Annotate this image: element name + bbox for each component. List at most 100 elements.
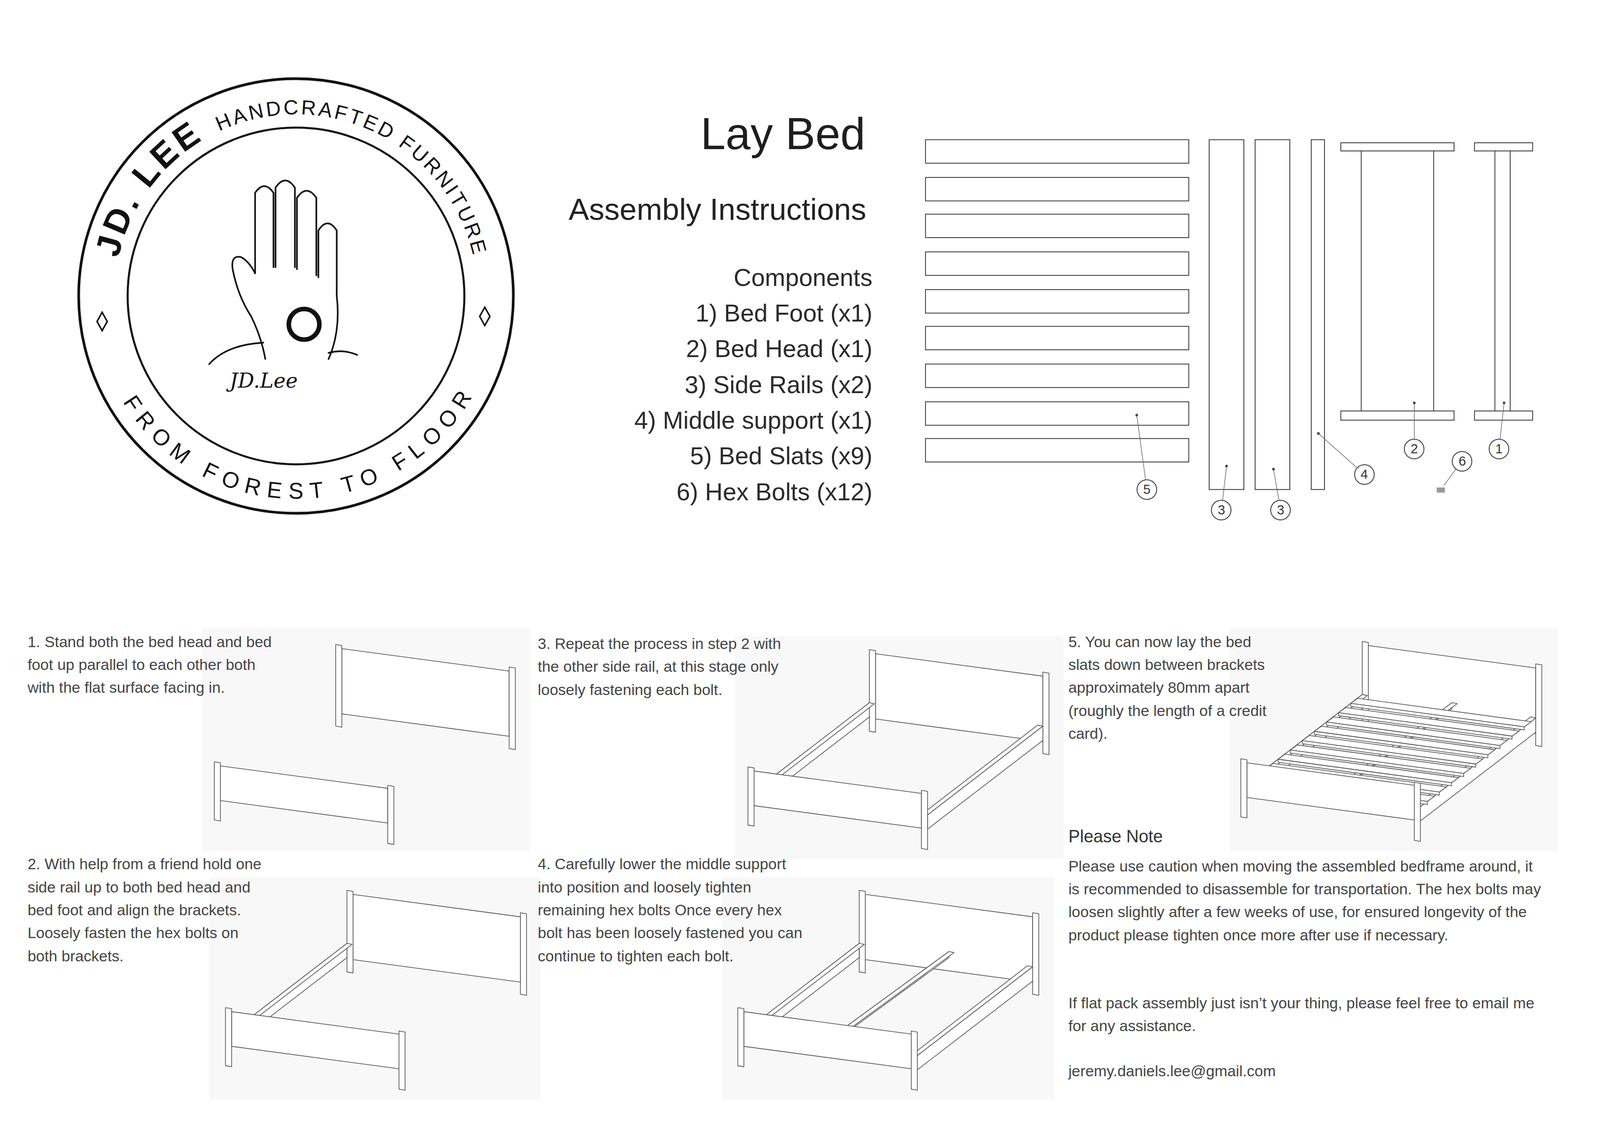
side-rail-parts — [1209, 139, 1290, 490]
bed-foot-part — [1509, 150, 1511, 411]
callout-number: 3 — [1277, 503, 1285, 517]
callout-circle: 3 — [1210, 499, 1232, 521]
step-3-illustration — [922, 725, 1043, 830]
list-heading: Components — [733, 261, 873, 295]
callout-circle: 3 — [1270, 499, 1291, 521]
logo-hand — [296, 190, 317, 276]
step-2-illustration — [225, 890, 527, 1091]
callout-circle: 4 — [1354, 464, 1375, 485]
step-1-illustration — [214, 644, 516, 845]
step-1-illustration — [214, 761, 395, 845]
bed-slat-parts — [925, 139, 1189, 463]
logo-signature: JD.Lee — [225, 368, 298, 393]
callout-number: 5 — [1143, 483, 1151, 497]
step-text: 5. You can now lay the bed slats down be… — [1068, 630, 1273, 746]
logo-hand — [209, 342, 264, 364]
leader-lines — [1413, 402, 1415, 439]
leader-lines — [1318, 433, 1357, 468]
logo-name: JD. LEE — [87, 114, 207, 260]
step-5-illustration — [1240, 758, 1421, 842]
step-text: 3. Repeat the process in step 2 with the… — [537, 632, 798, 702]
note-text: Please use caution when moving the assem… — [1068, 855, 1549, 947]
logo-hand — [328, 351, 358, 355]
logo-diamond — [97, 312, 108, 331]
note-text: If flat pack assembly just isn’t your th… — [1068, 992, 1549, 1039]
step-text: 1. Stand both the bed head and bed foot … — [27, 630, 273, 700]
leader-dots — [1272, 467, 1275, 471]
leader-lines — [1444, 468, 1457, 486]
bed-head-part — [1433, 150, 1434, 411]
side-rail-parts — [1209, 139, 1244, 490]
callout-circle: 1 — [1488, 438, 1510, 460]
callout-circle: 2 — [1403, 438, 1425, 460]
component-item: 2) Bed Head (x1) — [685, 332, 873, 366]
step-3-illustration — [748, 767, 928, 850]
leader-lines — [1273, 469, 1279, 501]
callout-number: 2 — [1410, 442, 1419, 456]
bed-head-part — [1361, 150, 1362, 411]
logo-hand — [318, 223, 337, 297]
bed-slat-parts — [925, 177, 1189, 201]
callout-number: 4 — [1360, 467, 1368, 482]
step-2-illustration — [225, 1007, 406, 1091]
bed-slat-parts — [925, 401, 1189, 426]
bed-foot-part — [1474, 142, 1533, 151]
step-3-illustration — [748, 649, 1050, 850]
logo-hand — [209, 180, 358, 365]
component-item: 3) Side Rails (x2) — [684, 368, 873, 402]
leader-dots — [1317, 431, 1320, 435]
leader-lines — [1136, 415, 1146, 480]
step-4-illustration — [737, 890, 1039, 1091]
bed-foot-part — [1474, 142, 1533, 421]
step-5-illustration — [1240, 641, 1542, 842]
logo-hand — [254, 186, 274, 274]
logo-motto: FROM FOREST TO FLOOR — [118, 385, 477, 504]
bed-slat-parts — [925, 214, 1189, 238]
callout-circle: 5 — [1136, 479, 1158, 500]
bed-slat-parts — [925, 139, 1189, 163]
step-4-illustration — [737, 1007, 918, 1091]
leader-dots — [1135, 401, 1506, 471]
logo-tagline: HANDCRAFTED FURNITURE — [212, 95, 492, 256]
step-text: 2. With help from a friend hold one side… — [27, 852, 273, 968]
step-backgrounds — [209, 877, 541, 1100]
leader-lines — [1222, 466, 1227, 500]
logo-outer-ring — [78, 78, 514, 514]
component-item: 1) Bed Foot (x1) — [695, 296, 873, 330]
bed-slat-parts — [925, 363, 1189, 388]
bed-slat-parts — [925, 326, 1189, 350]
leader-lines — [1500, 402, 1505, 439]
logo-name: JD. LEE — [87, 114, 207, 260]
step-backgrounds — [202, 628, 1559, 1100]
note-heading: Please Note — [1068, 824, 1163, 850]
logo-diamond — [479, 306, 490, 326]
step-backgrounds — [734, 636, 1064, 859]
logo-hand — [288, 309, 320, 340]
logo-hand — [328, 296, 338, 360]
step-1-illustration — [335, 644, 516, 750]
logo-tagline: HANDCRAFTED FURNITURE — [212, 95, 492, 256]
bed-slat-parts — [925, 438, 1189, 463]
component-item: 6) Hex Bolts (x12) — [676, 475, 873, 509]
leader-lines — [1136, 402, 1504, 500]
step-2-illustration — [347, 890, 527, 996]
bed-foot-part — [1494, 150, 1496, 411]
callout-number: 6 — [1458, 454, 1466, 468]
bed-slat-parts — [925, 251, 1189, 276]
bed-head-part — [1340, 142, 1455, 151]
leader-dots — [1225, 464, 1228, 468]
email-address: jeremy.daniels.lee@gmail.com — [1068, 1059, 1276, 1083]
page-title: Lay Bed — [700, 106, 866, 162]
logo-outline: JD. LEEHANDCRAFTED FURNITURE FROM FOREST … — [76, 76, 516, 516]
leader-dots — [1135, 413, 1138, 417]
bed-slat-parts — [925, 289, 1189, 313]
step-4-illustration — [912, 966, 1033, 1071]
component-item: 5) Bed Slats (x9) — [690, 439, 873, 473]
callout-number: 3 — [1217, 503, 1226, 517]
hex-bolt-part — [1436, 487, 1445, 493]
callout-number: 1 — [1495, 442, 1503, 456]
component-item: 4) Middle support (x1) — [634, 404, 873, 437]
leader-dots — [1412, 401, 1416, 405]
bed-foot-part — [1474, 410, 1533, 421]
